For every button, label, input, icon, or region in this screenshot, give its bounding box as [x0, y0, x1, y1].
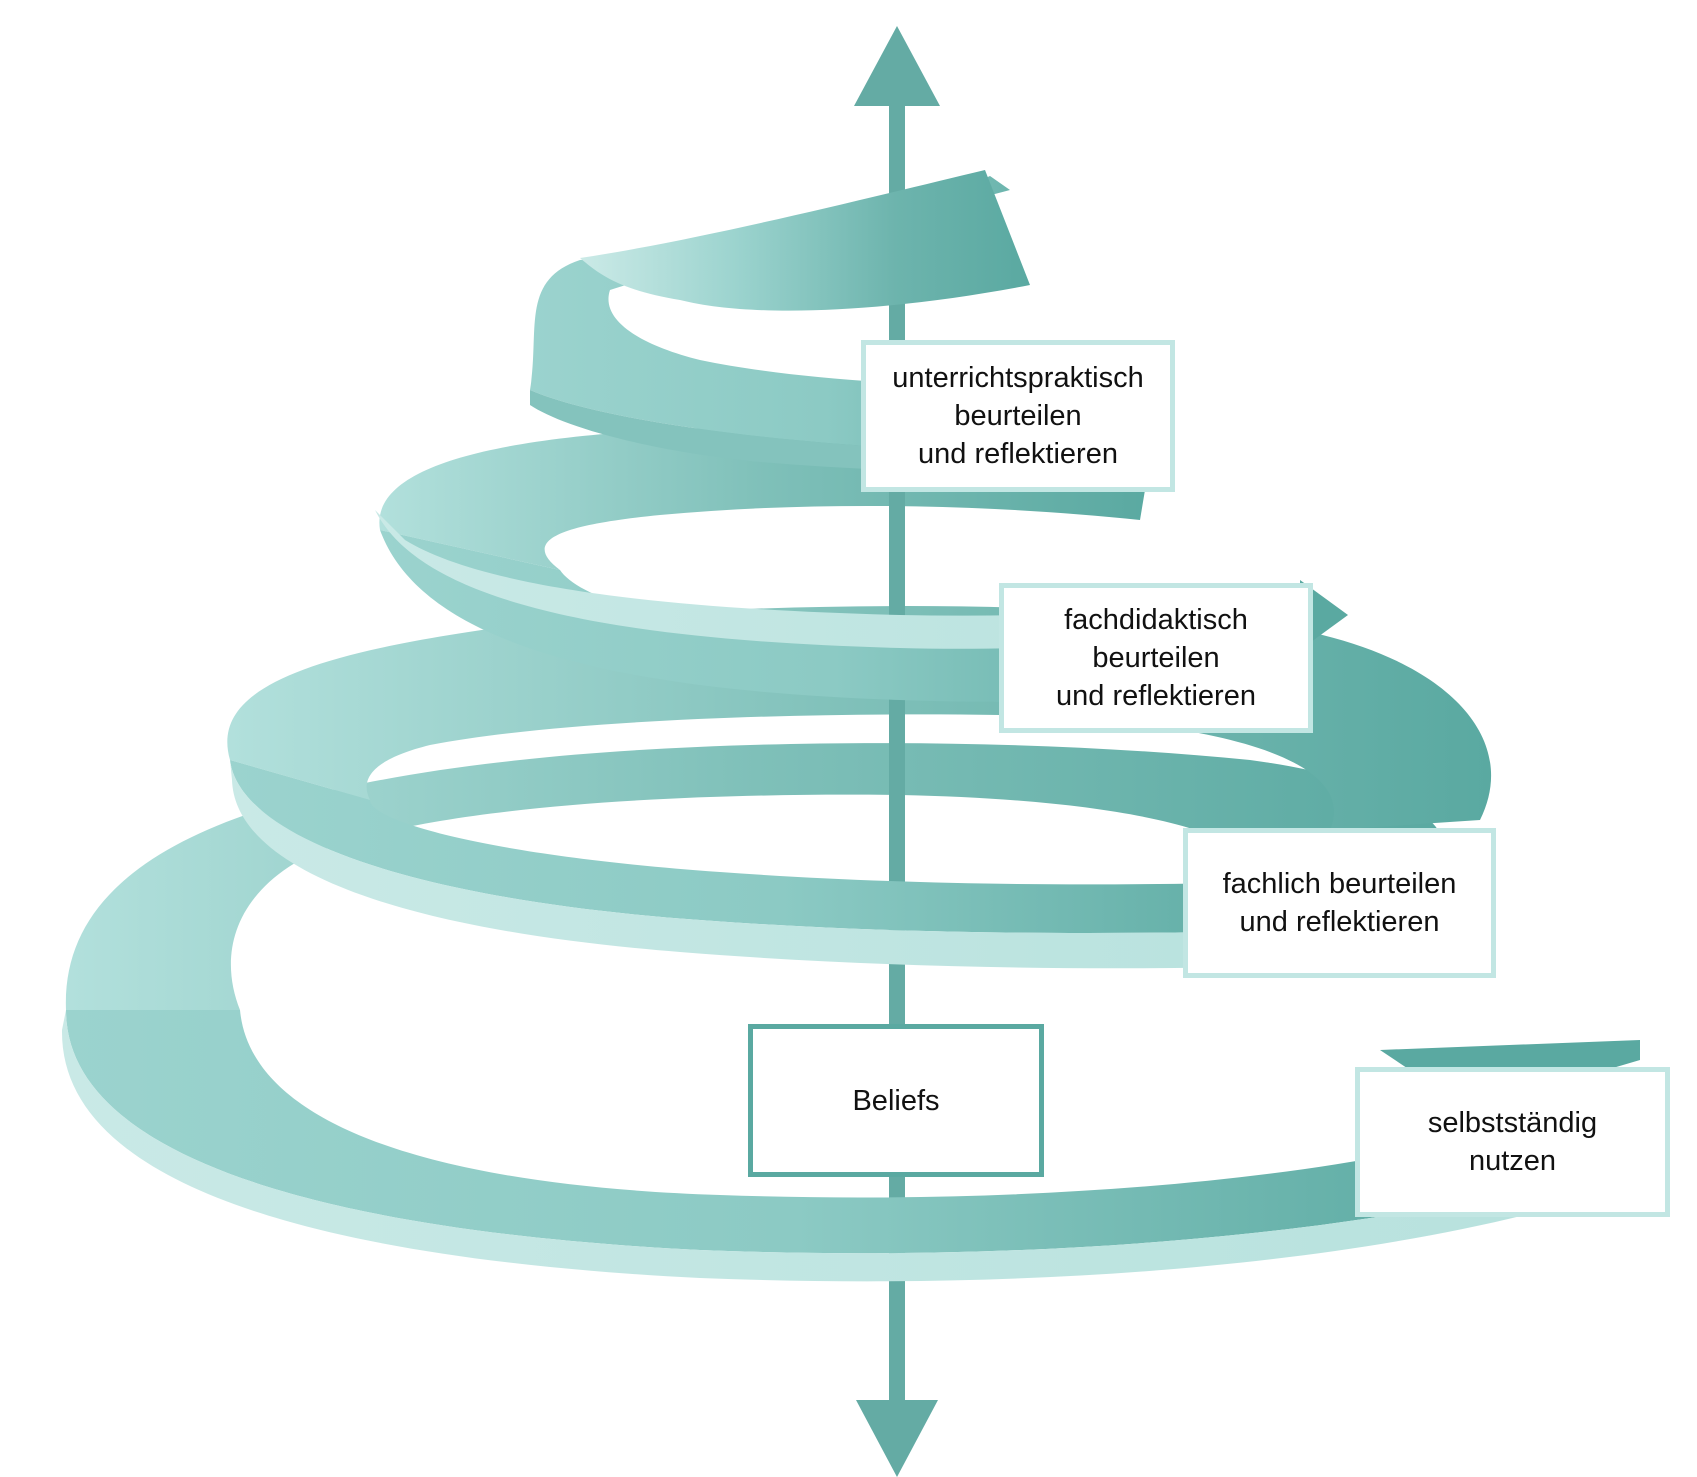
level4-line1: unterrichtspraktisch	[892, 362, 1144, 394]
level4-line2: beurteilen	[954, 400, 1082, 432]
arrow-down-icon	[856, 1400, 938, 1477]
level3-label-box: fachdidaktisch beurteilen und reflektier…	[999, 583, 1313, 733]
coil-bottom-back	[65, 743, 1445, 1010]
level3-line3: und reflektieren	[1056, 680, 1256, 712]
level2-line2: und reflektieren	[1239, 906, 1440, 938]
level4-line3: und reflektieren	[918, 438, 1118, 470]
beliefs-label: Beliefs	[852, 1084, 940, 1117]
level1-line2: nutzen	[1468, 1145, 1557, 1177]
level2-label-box: fachlich beurteilen und reflektieren	[1183, 828, 1496, 978]
coil-level2-front	[230, 760, 1330, 969]
beliefs-label-box: Beliefs	[748, 1024, 1044, 1177]
level1-line1: selbstständig	[1427, 1107, 1598, 1139]
arrow-up-icon	[854, 26, 940, 106]
level2-line1: fachlich beurteilen	[1222, 868, 1457, 900]
level4-label-box: unterrichtspraktisch beurteilen und refl…	[861, 340, 1175, 492]
level3-line1: fachdidaktisch	[1064, 604, 1248, 636]
level3-line2: beurteilen	[1092, 642, 1220, 674]
level1-label-box: selbstständig nutzen	[1355, 1067, 1670, 1217]
